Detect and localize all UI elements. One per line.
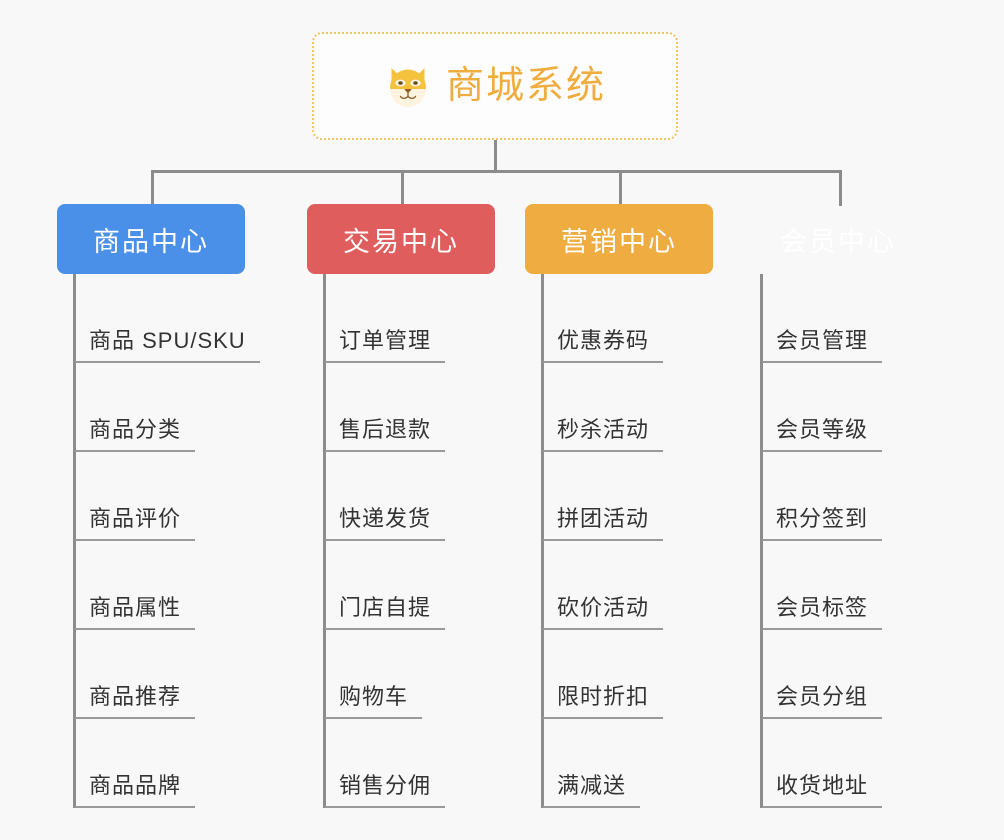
leaf-label: 满减送	[557, 773, 627, 798]
list-item[interactable]: 售后退款	[323, 363, 495, 452]
list-item[interactable]: 优惠券码	[541, 274, 713, 363]
list-item[interactable]: 商品推荐	[73, 630, 245, 719]
leaf-label: 售后退款	[339, 417, 432, 442]
category-title-1: 交易中心	[343, 226, 459, 257]
root-node[interactable]: 商城系统	[312, 32, 678, 140]
leaf-label: 会员标签	[776, 595, 869, 620]
list-item[interactable]: 砍价活动	[541, 541, 713, 630]
leaf-label: 限时折扣	[557, 684, 650, 709]
category-column-3: 会员中心 会员管理 会员等级 积分签到 会员标签 会员分组 收货地址	[744, 204, 932, 808]
leaf-label: 购物车	[339, 684, 409, 709]
leaf-spine-1	[323, 274, 326, 808]
leaf-label: 商品属性	[89, 595, 182, 620]
dog-face-icon	[384, 62, 432, 110]
leaf-label: 会员等级	[776, 417, 869, 442]
list-item[interactable]: 购物车	[323, 630, 495, 719]
root-title: 商城系统	[445, 65, 606, 107]
list-item[interactable]: 会员分组	[760, 630, 932, 719]
leaf-label: 秒杀活动	[557, 417, 650, 442]
leaf-label: 积分签到	[776, 506, 869, 531]
leaf-spine-2	[541, 274, 544, 808]
list-item[interactable]: 商品 SPU/SKU	[73, 274, 260, 363]
category-title-2: 营销中心	[561, 226, 677, 257]
leaf-label: 拼团活动	[557, 506, 650, 531]
leaf-label: 商品评价	[89, 506, 182, 531]
connector-drop-2	[401, 170, 404, 206]
connector-drop-1	[151, 170, 154, 206]
leaf-list-0: 商品 SPU/SKU 商品分类 商品评价 商品属性 商品推荐 商品品牌	[57, 274, 260, 808]
list-item[interactable]: 会员等级	[760, 363, 932, 452]
leaf-list-2: 优惠券码 秒杀活动 拼团活动 砍价活动 限时折扣 满减送	[525, 274, 713, 808]
connector-drop-4	[839, 170, 842, 206]
list-item[interactable]: 收货地址	[760, 719, 932, 808]
leaf-label: 快递发货	[339, 506, 432, 531]
category-header-0[interactable]: 商品中心	[57, 204, 245, 274]
leaf-list-3: 会员管理 会员等级 积分签到 会员标签 会员分组 收货地址	[744, 274, 932, 808]
leaf-label: 门店自提	[339, 595, 432, 620]
leaf-label: 商品推荐	[89, 684, 182, 709]
leaf-label: 商品品牌	[89, 773, 182, 798]
leaf-label: 优惠券码	[557, 328, 650, 353]
leaf-label: 砍价活动	[557, 595, 650, 620]
category-column-1: 交易中心 订单管理 售后退款 快递发货 门店自提 购物车 销售分佣	[307, 204, 495, 808]
list-item[interactable]: 商品分类	[73, 363, 245, 452]
list-item[interactable]: 商品品牌	[73, 719, 245, 808]
list-item[interactable]: 拼团活动	[541, 452, 713, 541]
connector-drop-3	[619, 170, 622, 206]
list-item[interactable]: 销售分佣	[323, 719, 495, 808]
category-header-2[interactable]: 营销中心	[525, 204, 713, 274]
category-column-0: 商品中心 商品 SPU/SKU 商品分类 商品评价 商品属性 商品推荐 商品品牌	[57, 204, 260, 808]
list-item[interactable]: 限时折扣	[541, 630, 713, 719]
leaf-spine-0	[73, 274, 76, 808]
list-item[interactable]: 满减送	[541, 719, 713, 808]
leaf-label: 销售分佣	[339, 773, 432, 798]
list-item[interactable]: 商品属性	[73, 541, 245, 630]
connector-root-stem	[494, 140, 497, 172]
list-item[interactable]: 门店自提	[323, 541, 495, 630]
list-item[interactable]: 会员标签	[760, 541, 932, 630]
list-item[interactable]: 秒杀活动	[541, 363, 713, 452]
list-item[interactable]: 积分签到	[760, 452, 932, 541]
leaf-label: 商品 SPU/SKU	[89, 328, 246, 353]
list-item[interactable]: 订单管理	[323, 274, 495, 363]
list-item[interactable]: 会员管理	[760, 274, 932, 363]
leaf-label: 订单管理	[339, 328, 432, 353]
leaf-spine-3	[760, 274, 763, 808]
category-header-1[interactable]: 交易中心	[307, 204, 495, 274]
category-title-0: 商品中心	[93, 226, 209, 257]
leaf-label: 会员分组	[776, 684, 869, 709]
list-item[interactable]: 快递发货	[323, 452, 495, 541]
list-item[interactable]: 商品评价	[73, 452, 245, 541]
leaf-label: 收货地址	[776, 773, 869, 798]
category-header-3[interactable]: 会员中心	[744, 204, 932, 274]
category-column-2: 营销中心 优惠券码 秒杀活动 拼团活动 砍价活动 限时折扣 满减送	[525, 204, 713, 808]
leaf-label: 会员管理	[776, 328, 869, 353]
leaf-label: 商品分类	[89, 417, 182, 442]
connector-bus-bar	[151, 170, 842, 173]
category-title-3: 会员中心	[780, 226, 896, 257]
leaf-list-1: 订单管理 售后退款 快递发货 门店自提 购物车 销售分佣	[307, 274, 495, 808]
